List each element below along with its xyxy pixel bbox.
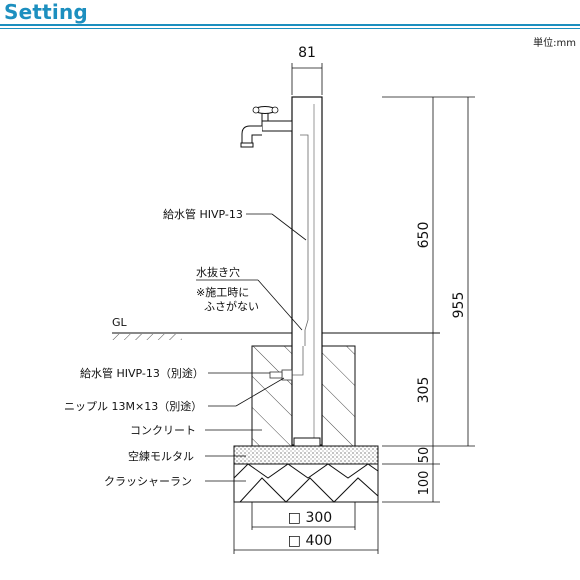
label-drain-hole: 水抜き穴 xyxy=(196,265,240,279)
dim-400-label: □ 400 xyxy=(288,533,332,549)
dim-vertical: 650 955 305 50 100 xyxy=(382,96,475,503)
label-drain-note-1: ※施工時に xyxy=(196,286,249,299)
label-drain-note-2: ふさがない xyxy=(204,299,259,313)
dim-50-label: 50 xyxy=(417,447,432,464)
label-supply-pipe: 給水管 HIVP-13 xyxy=(163,207,243,221)
dim-horizontal: □ 300 □ 400 xyxy=(233,502,379,554)
dim-955-label: 955 xyxy=(451,292,467,319)
dim-305-label: 305 xyxy=(416,377,432,404)
label-crusher-run: クラッシャーラン xyxy=(104,475,192,488)
faucet-post xyxy=(269,96,323,447)
faucet-icon xyxy=(240,106,293,148)
title-underline xyxy=(0,24,580,26)
title-underline-thin xyxy=(0,28,580,29)
leader-labels: 給水管 HIVP-13 水抜き穴 ※施工時に ふさがない 給水管 HIVP-13… xyxy=(64,207,307,488)
dim-81-label: 81 xyxy=(298,45,316,61)
mortar-layer xyxy=(233,445,379,465)
label-concrete: コンクリート xyxy=(130,424,196,437)
dim-post-width: 81 xyxy=(291,45,323,95)
crusher-run-layer xyxy=(233,463,379,503)
label-mortar: 空練モルタル xyxy=(128,449,194,463)
label-nipple: ニップル 13M×13（別途） xyxy=(64,399,202,413)
dim-650-label: 650 xyxy=(416,222,432,249)
gl-label: GL xyxy=(112,316,128,329)
page-title: Setting xyxy=(4,0,88,24)
unit-label: 単位:mm xyxy=(533,38,576,49)
dim-100-label: 100 xyxy=(417,471,432,496)
label-supply-pipe-separate: 給水管 HIVP-13（別途） xyxy=(80,366,204,380)
dim-300-label: □ 300 xyxy=(288,510,332,526)
ground-level: GL xyxy=(112,316,440,340)
